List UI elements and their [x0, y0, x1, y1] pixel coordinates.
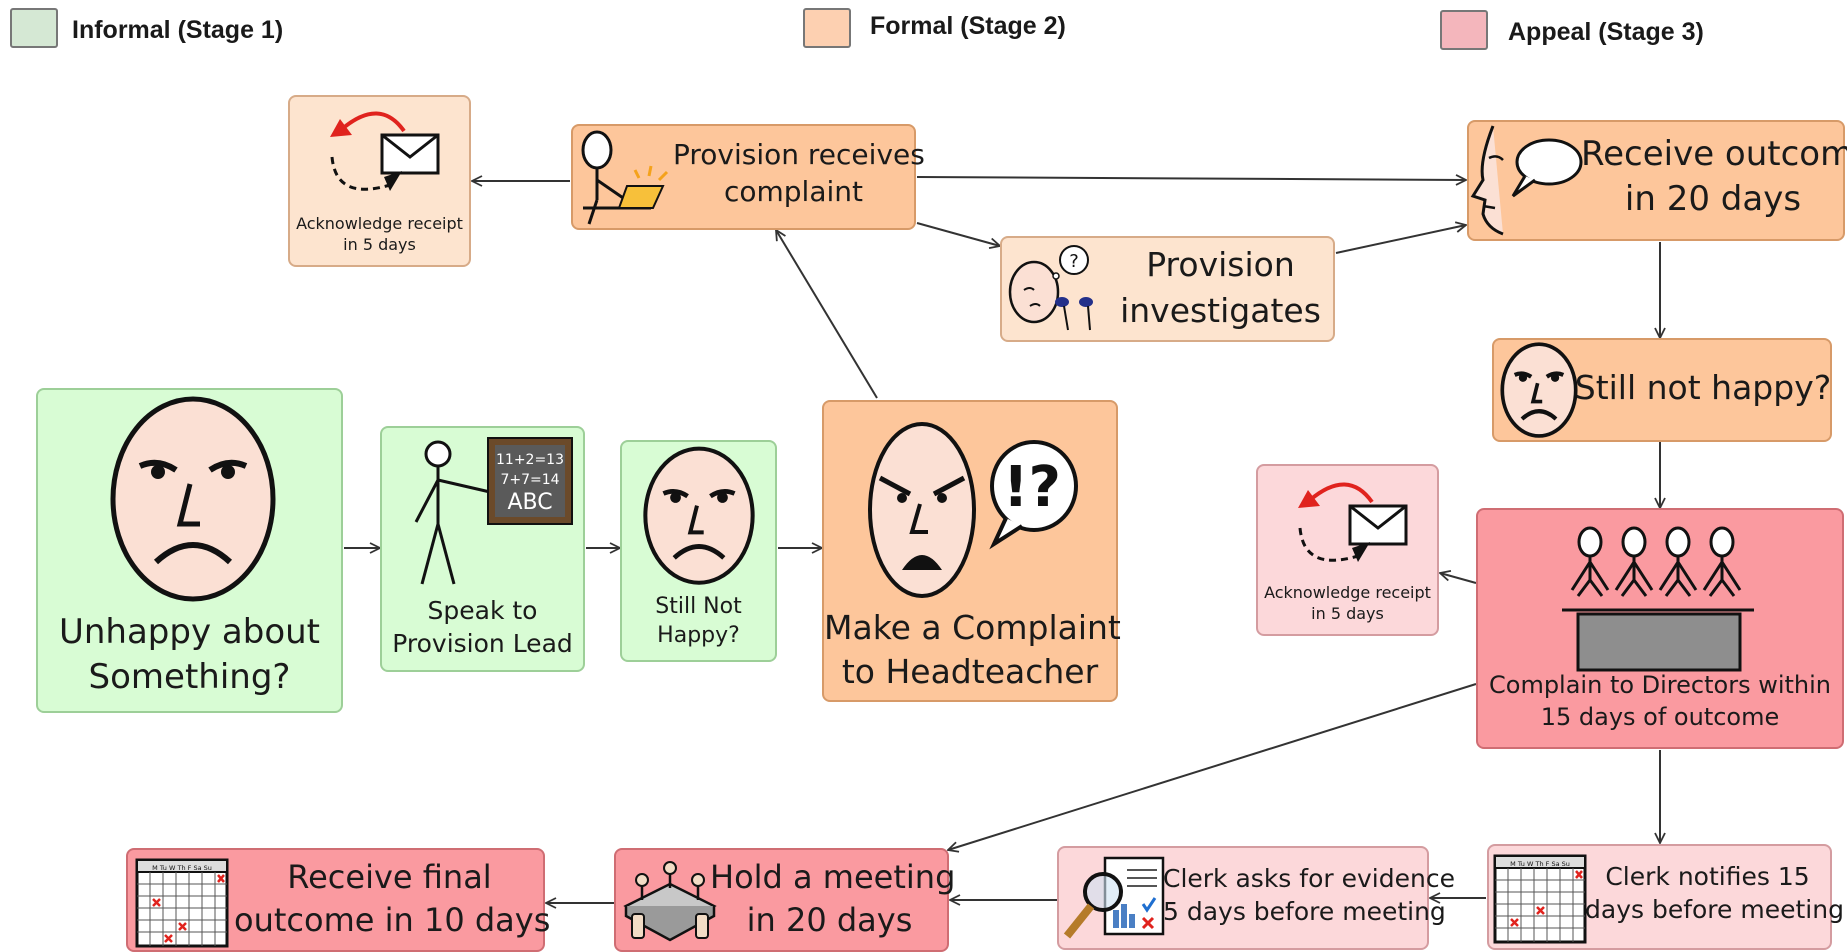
- meeting-table-icon: [623, 861, 717, 942]
- calendar-icon: M Tu W Th F Sa Su: [1493, 854, 1587, 944]
- node-speak-to-provision-lead: 11+2=13 7+7=14 ABC Speak to Provision Le…: [380, 426, 585, 672]
- arrow-investigates-to-outcome: [1335, 225, 1466, 254]
- sad-face-icon: [110, 396, 276, 602]
- legend-swatch-informal: [10, 8, 58, 48]
- still-not-happy-2-text: Still not happy?: [1574, 368, 1832, 407]
- node-receive-outcome: Receive outcome in 20 days: [1467, 120, 1847, 241]
- calendar-days-label: M Tu W Th F Sa Su: [152, 864, 212, 872]
- outcome-line2: in 20 days: [1624, 179, 1802, 220]
- legend-label-formal: Formal (Stage 2): [870, 12, 1066, 40]
- ack1-line2: in 5 days: [343, 235, 416, 255]
- speak-line1: Speak to: [427, 596, 538, 625]
- speak-text: Speak to Provision Lead: [382, 594, 583, 661]
- meeting-line1: Hold a meeting: [710, 858, 956, 896]
- still-not-happy-text: Still Not Happy?: [622, 592, 775, 651]
- arrow-directors-to-meeting: [948, 683, 1477, 850]
- outcome-text: Receive outcome in 20 days: [1581, 132, 1847, 222]
- speaking-face-icon: [1470, 125, 1583, 236]
- speak-line2: Provision Lead: [392, 629, 573, 659]
- node-clerk-notifies: M Tu W Th F Sa Su Clerk notifies 15 days…: [1487, 844, 1844, 950]
- complaint-text: Make a Complaint to Headteacher: [824, 606, 1121, 694]
- unhappy-line1: Unhappy about: [58, 612, 320, 652]
- final-line1: Receive final: [287, 858, 492, 896]
- clerk-notifies-line1: Clerk notifies 15: [1605, 862, 1810, 891]
- investigates-line2: investigates: [1120, 291, 1321, 331]
- node-unhappy-about-something: Unhappy about Something?: [36, 388, 343, 713]
- directors-text: Complain to Directors within 15 days of …: [1478, 670, 1842, 734]
- arrow-receives-to-outcome: [916, 177, 1466, 180]
- ack1-text: Acknowledge receipt in 5 days: [290, 213, 469, 256]
- node-still-not-happy-formal: Still not happy?: [1492, 338, 1832, 442]
- node-acknowledge-receipt-appeal: Acknowledge receipt in 5 days: [1256, 464, 1439, 636]
- outcome-line1: Receive outcome: [1581, 134, 1847, 174]
- board-line3: ABC: [507, 490, 552, 515]
- arrow-directors-to-ack: [1440, 573, 1477, 584]
- complaint-line2: to Headteacher: [841, 651, 1099, 691]
- legend-label-informal: Informal (Stage 1): [72, 16, 284, 44]
- clerk-notifies-line2: days before meeting: [1585, 895, 1844, 925]
- board-of-directors-icon: [1562, 526, 1754, 672]
- receives-text: Provision receives complaint: [673, 136, 925, 210]
- investigates-line1: Provision: [1146, 245, 1295, 284]
- svg-text:!?: !?: [1003, 455, 1061, 520]
- unhappy-text: Unhappy about Something?: [38, 610, 341, 700]
- node-make-a-complaint: !? Make a Complaint to Headteacher: [822, 400, 1121, 702]
- unhappy-line2: Something?: [88, 657, 291, 698]
- final-line2: outcome in 10 days: [234, 900, 551, 939]
- complaint-line1: Make a Complaint: [824, 608, 1121, 647]
- clerk-evidence-line1: Clerk asks for evidence: [1163, 864, 1455, 893]
- svg-text:?: ?: [1069, 251, 1079, 272]
- ack1-line1: Acknowledge receipt: [296, 214, 463, 233]
- teacher-board-icon: 11+2=13 7+7=14 ABC: [414, 437, 573, 585]
- node-still-not-happy-informal: Still Not Happy?: [620, 440, 777, 662]
- clerk-evidence-text: Clerk asks for evidence 5 days before me…: [1163, 862, 1455, 929]
- person-at-desk-icon: [581, 130, 669, 225]
- send-envelope-icon: [330, 111, 440, 191]
- clerk-notifies-text: Clerk notifies 15 days before meeting: [1585, 860, 1844, 927]
- arrow-receives-to-investigates: [916, 222, 1000, 246]
- node-receive-final-outcome: M Tu W Th F Sa Su Receive final outcome …: [126, 848, 551, 952]
- investigates-text: Provision investigates: [1108, 242, 1333, 334]
- receives-line2: complaint: [723, 175, 863, 209]
- ack2-text: Acknowledge receipt in 5 days: [1258, 582, 1437, 625]
- ack2-line1: Acknowledge receipt: [1264, 583, 1431, 602]
- arrow-complaint-to-receives: [776, 230, 878, 399]
- angry-face-icon: [868, 422, 976, 598]
- send-envelope-icon: [1298, 482, 1408, 562]
- legend-swatch-formal: [803, 8, 851, 48]
- board-line2: 7+7=14: [500, 472, 559, 488]
- node-provision-receives-complaint: Provision receives complaint: [571, 124, 925, 230]
- node-acknowledge-receipt-formal: Acknowledge receipt in 5 days: [288, 95, 471, 267]
- node-clerk-asks-for-evidence: Clerk asks for evidence 5 days before me…: [1057, 846, 1455, 950]
- legend-swatch-appeal: [1440, 10, 1488, 50]
- sad-face-icon: [643, 446, 755, 585]
- speech-bubble-exclamation-icon: !?: [989, 440, 1078, 550]
- sad-face-icon: [1500, 342, 1578, 438]
- still-not-happy-line2: Happy?: [657, 623, 740, 649]
- node-hold-a-meeting: Hold a meeting in 20 days: [614, 848, 956, 952]
- directors-line1: Complain to Directors within: [1489, 671, 1831, 699]
- node-provision-investigates: ? Provision investigates: [1000, 236, 1335, 342]
- clerk-evidence-line2: 5 days before meeting: [1163, 897, 1446, 927]
- thinking-face-icon: ?: [1008, 245, 1093, 331]
- calendar-days-label: M Tu W Th F Sa Su: [1510, 860, 1570, 868]
- node-complain-to-directors: Complain to Directors within 15 days of …: [1476, 508, 1844, 749]
- meeting-line2: in 20 days: [746, 900, 913, 939]
- board-line1: 11+2=13: [496, 452, 564, 468]
- meeting-text: Hold a meeting in 20 days: [710, 856, 956, 941]
- still-not-happy-line1: Still Not: [655, 594, 742, 619]
- calendar-icon: M Tu W Th F Sa Su: [135, 858, 229, 948]
- final-text: Receive final outcome in 10 days: [234, 856, 551, 941]
- directors-line2: 15 days of outcome: [1540, 702, 1780, 731]
- magnifier-document-icon: [1063, 856, 1165, 939]
- legend-label-appeal: Appeal (Stage 3): [1508, 18, 1704, 46]
- receives-line1: Provision receives: [673, 138, 925, 171]
- ack2-line2: in 5 days: [1311, 604, 1384, 624]
